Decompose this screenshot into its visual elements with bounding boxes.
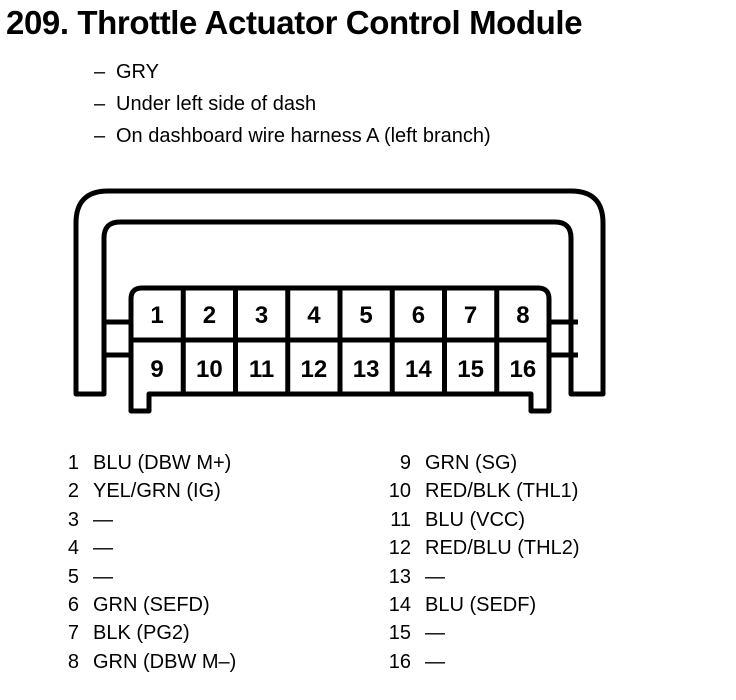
- pin-label: BLU (DBW M+): [93, 452, 232, 474]
- detail-text: GRY: [116, 61, 159, 83]
- detail-list: –GRY–Under left side of dash–On dashboar…: [94, 56, 491, 152]
- pin-number: 4: [67, 537, 79, 560]
- pin-cell-number: 6: [412, 302, 425, 329]
- pin-cell-number: 14: [405, 356, 432, 383]
- connector-side-tabs: [102, 319, 578, 358]
- connector-housing-strap: [73, 188, 606, 397]
- pin-label: —: [93, 508, 113, 531]
- pin-cell-number: 5: [359, 302, 372, 329]
- pin-label: —: [425, 622, 445, 645]
- pin-list-row: 15 —: [332, 619, 662, 647]
- pin-number: 12: [388, 537, 411, 560]
- pin-number: 13: [388, 565, 411, 588]
- detail-item: –Under left side of dash: [94, 88, 491, 120]
- pin-label: BLU (SEDF): [425, 594, 537, 617]
- detail-dash: –: [94, 125, 106, 147]
- pin-list-row: 3—: [0, 506, 330, 534]
- pin-label: —: [93, 537, 113, 560]
- pin-cell-number: 9: [150, 356, 163, 383]
- pin-list-row: 12 RED/BLU (THL2): [332, 534, 662, 562]
- pin-cell-number: 13: [353, 356, 380, 383]
- pin-number: 15: [388, 622, 411, 645]
- pin-number: 14: [388, 594, 411, 617]
- pin-list-column-right: 9 GRN (SG) 10 RED/BLK (THL1) 11 BLU (VCC) 12 RE…: [332, 449, 662, 676]
- pin-list-row: 11 BLU (VCC): [332, 506, 662, 534]
- pin-list-row: 13 —: [332, 563, 662, 591]
- pin-list-row: 7 BLK (PG2): [0, 619, 330, 647]
- pin-cell-number: 3: [255, 302, 268, 329]
- pin-cell-number: 2: [203, 302, 216, 329]
- page-title: 209. Throttle Actuator Control Module: [6, 4, 583, 41]
- pin-number: 9: [399, 452, 411, 474]
- pin-cell-dividers: [180, 288, 500, 394]
- pin-list-row: 8 GRN (DBW M–): [0, 648, 330, 676]
- pin-number: 16: [388, 650, 411, 673]
- pin-label: BLU (VCC): [425, 508, 526, 531]
- pin-cell-number: 11: [249, 356, 274, 383]
- pin-label: RED/BLU (THL2): [425, 537, 580, 560]
- detail-item: –On dashboard wire harness A (left branc…: [94, 120, 491, 152]
- pin-list-row: 5—: [0, 563, 330, 591]
- pin-label: —: [425, 650, 445, 673]
- pin-label: YEL/GRN (IG): [93, 480, 221, 503]
- pin-cell-number: 10: [196, 356, 223, 383]
- pin-number: 3: [67, 508, 79, 531]
- pin-list-row: 6 GRN (SEFD): [0, 591, 330, 619]
- pin-list-row: 16 —: [332, 648, 662, 676]
- pin-number: 2: [67, 480, 79, 503]
- pin-cell-number: 4: [307, 302, 321, 329]
- pin-cell-number: 1: [150, 302, 163, 329]
- pin-label: GRN (SEFD): [93, 594, 210, 617]
- pin-list-row: 14 BLU (SEDF): [332, 591, 662, 619]
- pin-number: 8: [67, 650, 79, 673]
- detail-text: Under left side of dash: [116, 93, 317, 115]
- detail-text: On dashboard wire harness A (left branch…: [116, 125, 491, 147]
- pin-cell-number: 8: [516, 302, 529, 329]
- pin-label: GRN (DBW M–): [93, 650, 237, 673]
- pin-number: 7: [67, 622, 79, 645]
- detail-item: –GRY: [94, 56, 491, 88]
- pin-list-row: 1 BLU (DBW M+): [0, 449, 330, 477]
- pin-cell-number: 12: [301, 356, 328, 383]
- pin-list-row: 9 GRN (SG): [332, 449, 662, 477]
- pin-label: —: [425, 565, 445, 588]
- pin-label: RED/BLK (THL1): [425, 480, 579, 503]
- detail-dash: –: [94, 61, 106, 83]
- pin-number: 6: [67, 594, 79, 617]
- pin-list-row: 10 RED/BLK (THL1): [332, 477, 662, 505]
- pin-list-row: 2 YEL/GRN (IG): [0, 477, 330, 505]
- pin-cell-number: 16: [510, 356, 537, 383]
- pin-number: 10: [388, 480, 411, 503]
- pin-number: 11: [390, 508, 411, 531]
- pin-label: —: [93, 565, 113, 588]
- pin-label: BLK (PG2): [93, 622, 190, 645]
- pin-number: 5: [67, 565, 79, 588]
- pin-cell-number: 15: [457, 356, 484, 383]
- pin-label: GRN (SG): [425, 452, 518, 474]
- pin-number: 1: [67, 452, 79, 474]
- detail-dash: –: [94, 93, 106, 115]
- pin-list-row: 4—: [0, 534, 330, 562]
- pin-cell-number: 7: [464, 302, 477, 329]
